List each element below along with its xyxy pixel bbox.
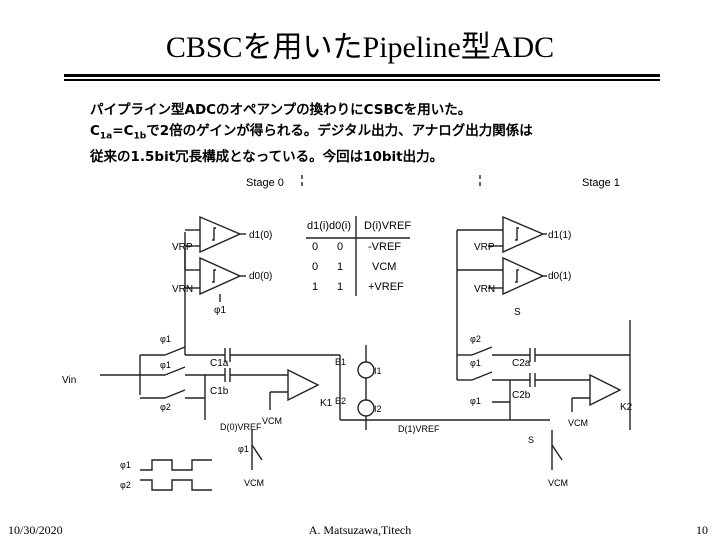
svg-text:I1: I1 [374,366,382,376]
comparator-bottom-1 [488,256,547,296]
svg-text:φ1: φ1 [470,396,481,406]
svg-text:VRN: VRN [474,284,495,295]
stage0-label: Stage 0 [246,177,284,189]
desc-line-2: C1a=C1bで2倍のゲインが得られる。デジタル出力、アナログ出力関係は [90,122,533,142]
svg-text:1: 1 [337,281,343,293]
page-number: 10 [696,523,708,537]
svg-text:φ1: φ1 [470,358,481,368]
truth-table [306,216,410,296]
cbsc-comparator-0 [287,368,320,402]
svg-text:S: S [514,307,521,318]
svg-text:D(0)VREF: D(0)VREF [220,422,262,432]
svg-text:VCM: VCM [262,416,282,426]
svg-text:d0(0): d0(0) [249,271,272,282]
title-rule [64,74,660,77]
svg-text:φ2: φ2 [120,480,131,490]
svg-text:C2a: C2a [512,358,531,369]
svg-text:+VREF: +VREF [368,281,404,293]
svg-text:0: 0 [312,261,318,273]
svg-text:VCM: VCM [244,478,264,488]
svg-text:C1a: C1a [210,358,229,369]
svg-text:d0(1): d0(1) [548,271,571,282]
svg-text:VCM: VCM [568,418,588,428]
svg-text:φ1: φ1 [120,460,131,470]
svg-text:VRP: VRP [474,242,495,253]
svg-text:φ1: φ1 [238,444,249,454]
cbsc-comparator-1 [589,373,622,407]
title-rule-thin [64,79,660,81]
svg-text:Vin: Vin [62,375,76,386]
svg-text:φ1: φ1 [214,305,226,316]
svg-text:φ2: φ2 [470,334,481,344]
stage1-label: Stage 1 [582,177,620,189]
svg-text:φ2: φ2 [160,402,171,412]
comparator-top-0 [184,215,246,270]
description: パイプライン型ADCのオペアンプの換わりにCSBCを用いた。 C1a=C1bで2… [90,100,690,167]
svg-text:I2: I2 [374,404,382,414]
svg-text:E1: E1 [335,357,346,367]
svg-text:φ1: φ1 [160,360,171,370]
svg-text:d1(1): d1(1) [548,230,571,241]
svg-text:C2b: C2b [512,390,531,401]
svg-text:VRN: VRN [172,284,193,295]
svg-text:0: 0 [312,241,318,253]
footer-date: 10/30/2020 [8,523,63,537]
svg-text:-VREF: -VREF [368,241,401,253]
comparator-top-1 [488,215,547,254]
desc-line-1: パイプライン型ADCのオペアンプの換わりにCSBCを用いた。 [90,102,472,118]
svg-text:D(i)VREF: D(i)VREF [364,220,411,232]
footer-author: A. Matsuzawa,Titech [308,523,412,537]
svg-text:d1(0): d1(0) [249,230,272,241]
clock-waveforms [140,459,212,491]
comparator-bottom-0 [184,229,246,355]
svg-text:φ1: φ1 [160,334,171,344]
svg-text:C1b: C1b [210,386,229,397]
svg-text:VRP: VRP [172,242,193,253]
slide-title: CBSCを用いたPipeline型ADC [165,31,555,64]
svg-text:VCM: VCM [372,261,396,273]
svg-text:S: S [528,435,534,445]
svg-text:K2: K2 [620,402,633,413]
svg-text:VCM: VCM [548,478,568,488]
svg-text:D(1)VREF: D(1)VREF [398,424,440,434]
svg-text:d1(i)d0(i): d1(i)d0(i) [307,220,351,232]
desc-line-3: 従来の1.5bit冗長構成となっている。今回は10bit出力。 [90,148,444,165]
svg-text:1: 1 [337,261,343,273]
svg-text:0: 0 [337,241,343,253]
svg-text:E2: E2 [335,396,346,406]
svg-text:1: 1 [312,281,318,293]
svg-text:K1: K1 [320,398,333,409]
